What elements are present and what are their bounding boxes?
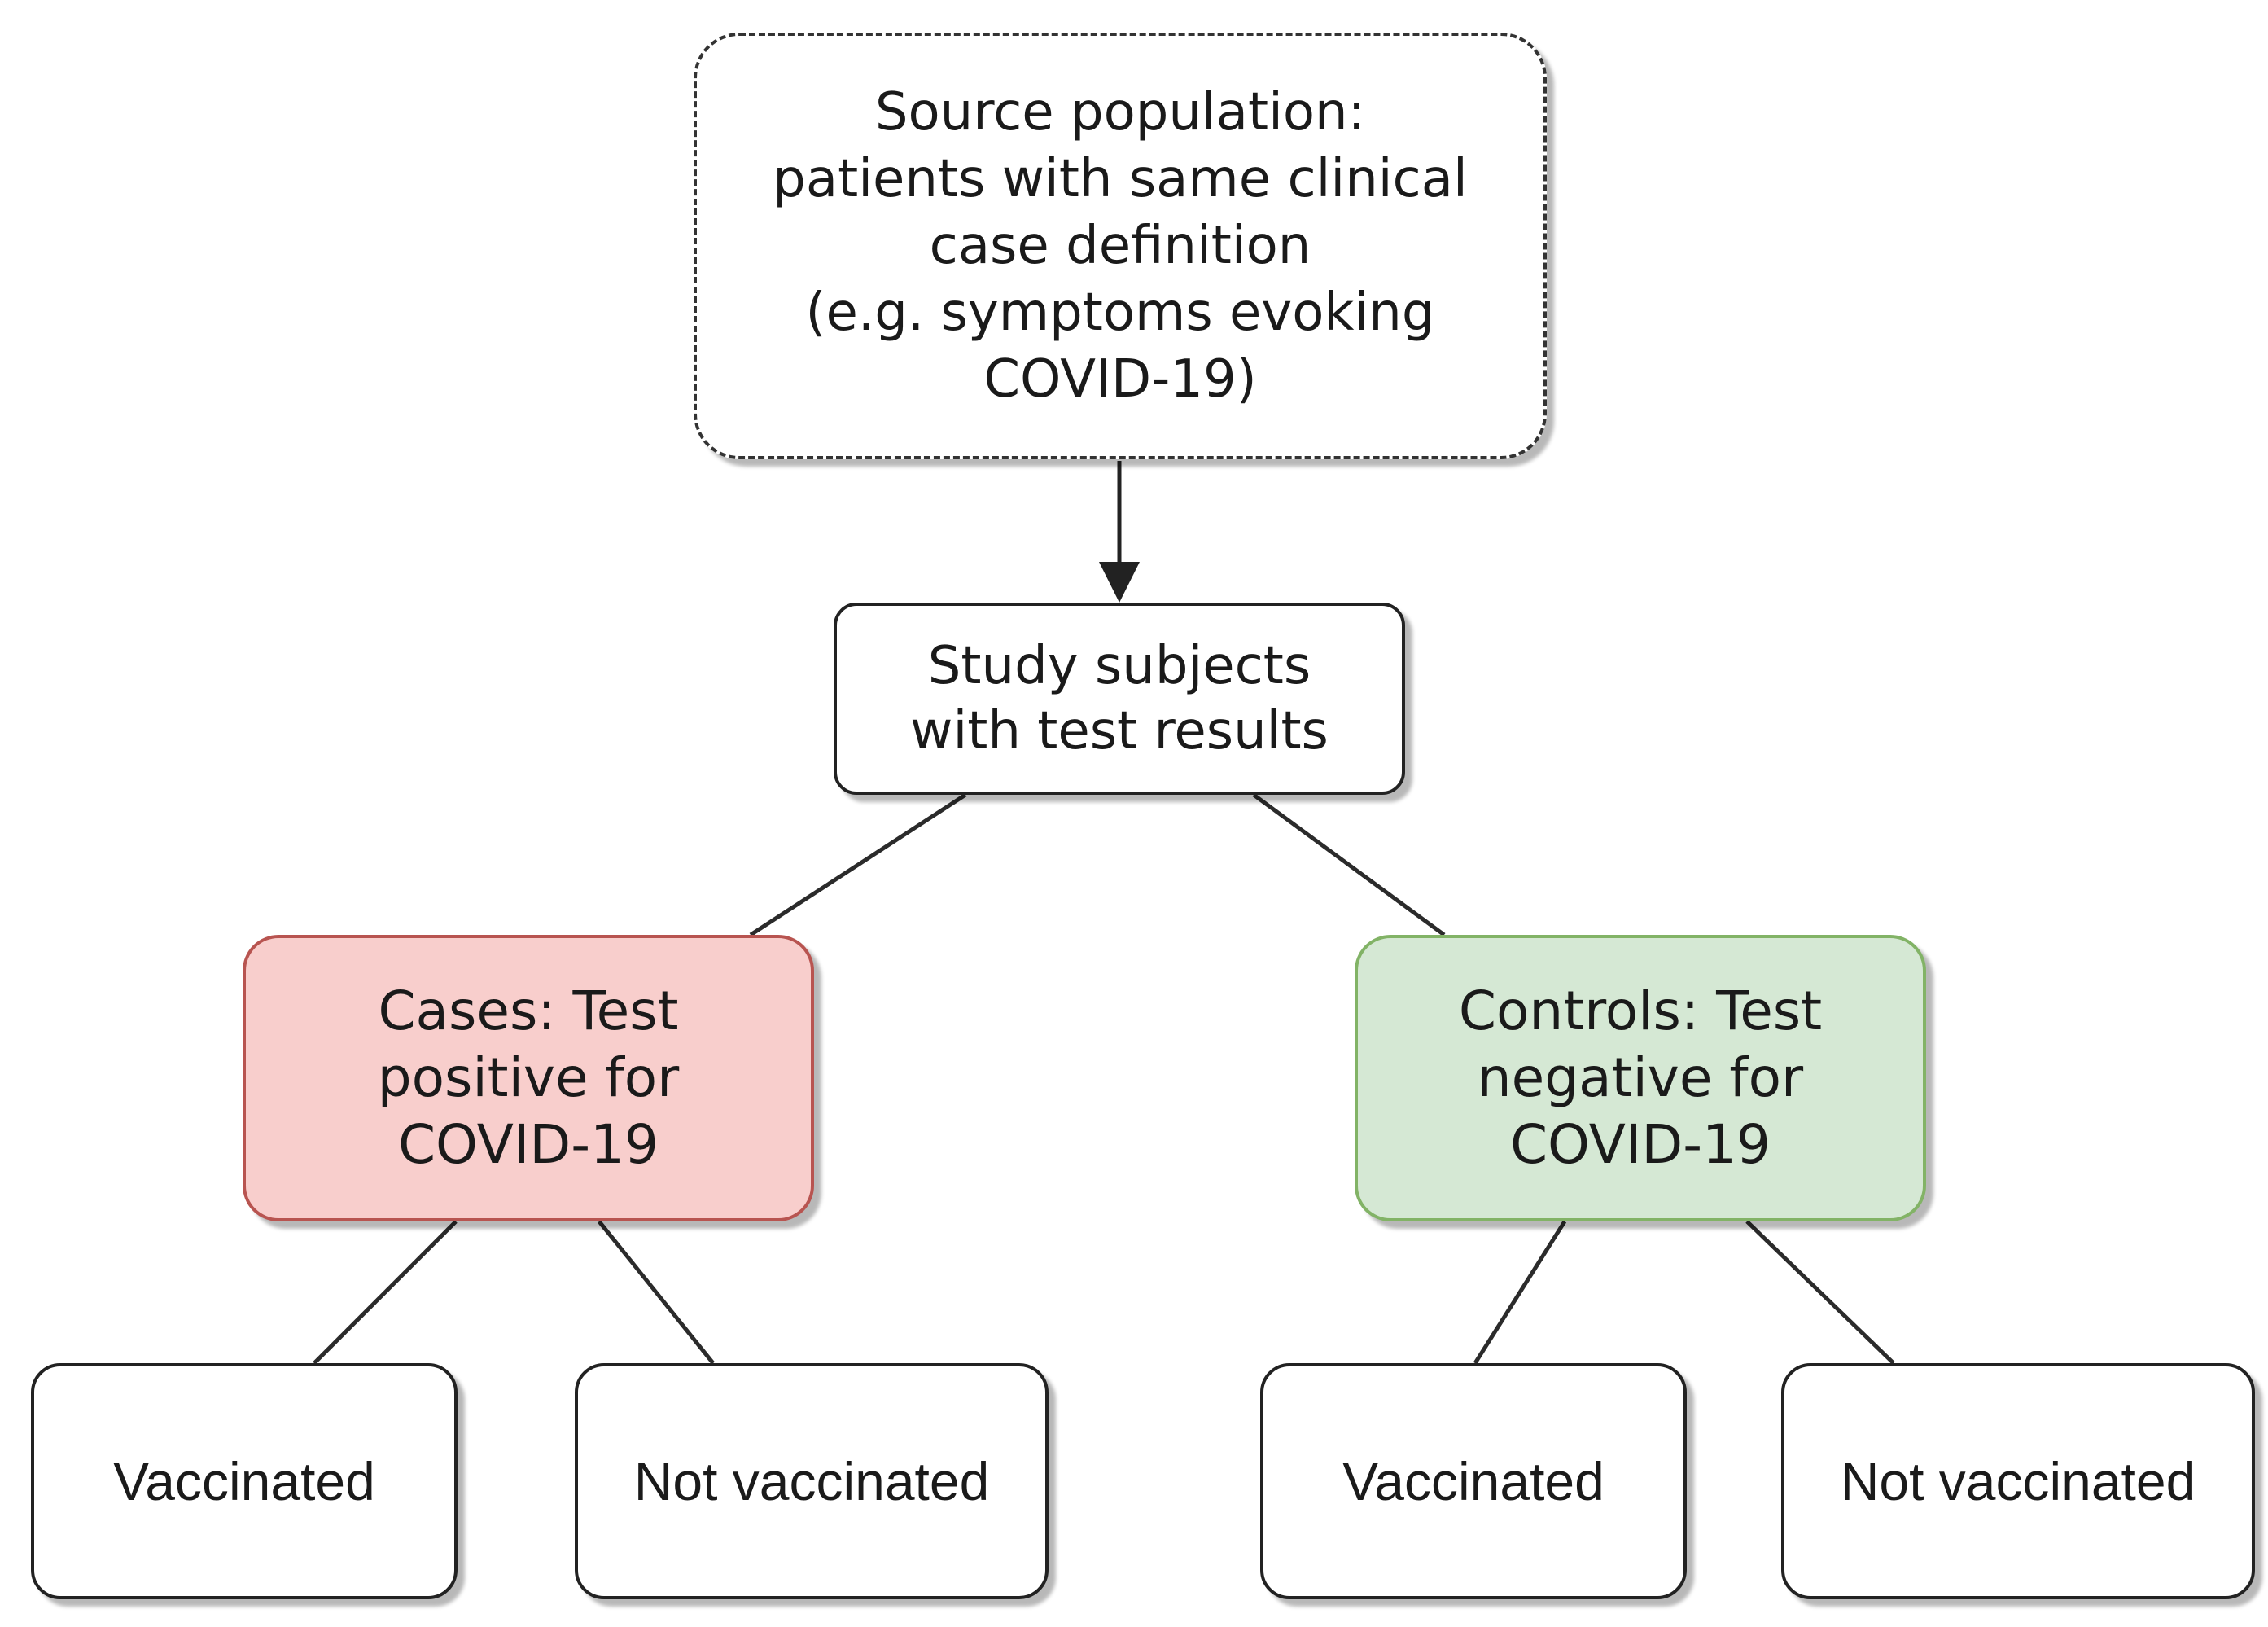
line-cases-to-vaccinated xyxy=(313,1220,458,1365)
controls-not-vaccinated-box: Not vaccinated xyxy=(1781,1363,2255,1599)
study-subjects-box: Study subjects with test results xyxy=(834,603,1405,795)
line-controls-to-vaccinated xyxy=(1473,1220,1567,1365)
cases-box: Cases: Test positive for COVID-19 xyxy=(243,935,814,1221)
cases-vaccinated-box: Vaccinated xyxy=(31,1363,458,1599)
line-controls-to-not-vaccinated xyxy=(1745,1220,1895,1365)
line-study-to-controls xyxy=(1252,792,1446,937)
line-study-to-cases xyxy=(749,792,967,937)
source-population-box: Source population: patients with same cl… xyxy=(694,33,1547,459)
controls-vaccinated-box: Vaccinated xyxy=(1260,1363,1687,1599)
line-cases-to-not-vaccinated xyxy=(598,1220,715,1365)
cases-not-vaccinated-box: Not vaccinated xyxy=(575,1363,1049,1599)
controls-box: Controls: Test negative for COVID-19 xyxy=(1355,935,1926,1221)
